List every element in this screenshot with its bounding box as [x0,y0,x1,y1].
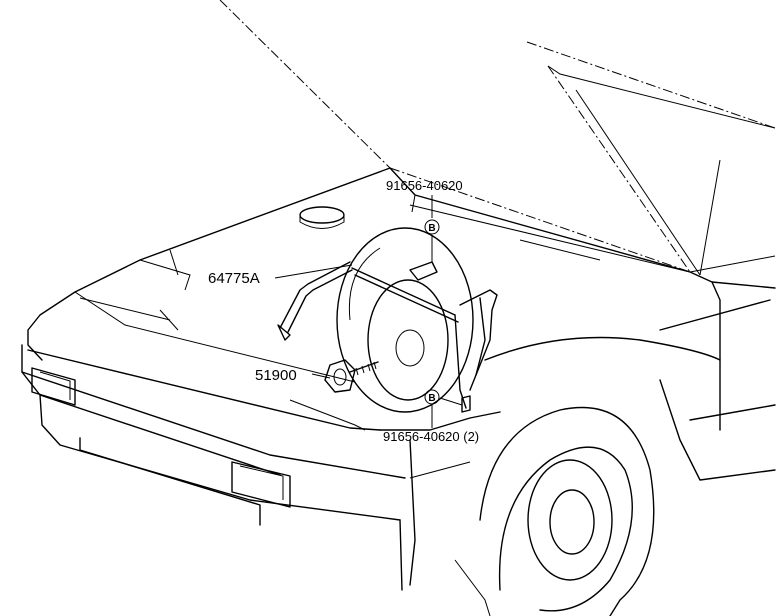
marker-circle-top [424,219,440,235]
part-label-top: 91656-40620 [386,178,463,193]
part-label-51900: 51900 [255,367,297,384]
part-label-64775a: 64775A [208,270,260,287]
marker-circle-bottom [424,389,440,405]
car-body [21,167,776,591]
marker-top-label: B [428,223,435,234]
carrier-mechanism [324,359,379,393]
marker-bottom-label: B [428,393,435,404]
open-hood [219,0,776,276]
spare-tire [336,227,474,413]
spare-tire-carrier [351,261,498,413]
front-wheel [454,406,655,616]
part-label-bottom: 91656-40620 (2) [383,429,479,444]
hood-bracket [277,261,353,341]
